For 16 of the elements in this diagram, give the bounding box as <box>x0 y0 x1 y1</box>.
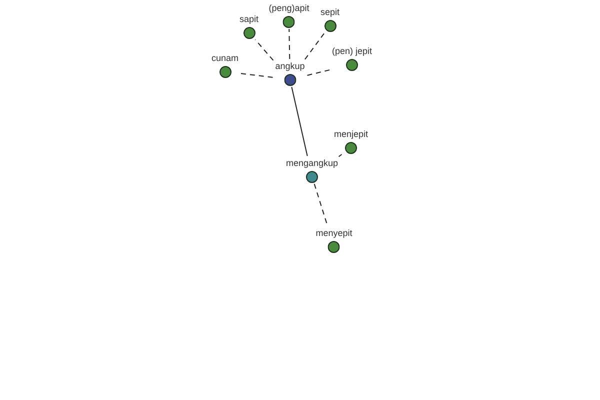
node-label: sapit <box>238 14 260 24</box>
node-label: angkup <box>274 60 306 70</box>
node-label: sepit <box>320 6 340 16</box>
connector-line <box>304 32 326 60</box>
node-label: (pen) jepit <box>330 46 374 56</box>
connector-line <box>240 72 274 78</box>
node-label: (peng)apit <box>268 2 310 12</box>
connector-line <box>291 86 308 157</box>
node-label: cunam <box>210 52 240 62</box>
node-label: menyepit <box>314 228 354 238</box>
connector-line <box>338 154 342 158</box>
connector-line <box>254 39 274 61</box>
node-label: mengangkup <box>284 158 340 168</box>
node-label: menjepit <box>332 128 370 138</box>
connector-line <box>306 69 330 76</box>
connector-line <box>288 28 290 60</box>
